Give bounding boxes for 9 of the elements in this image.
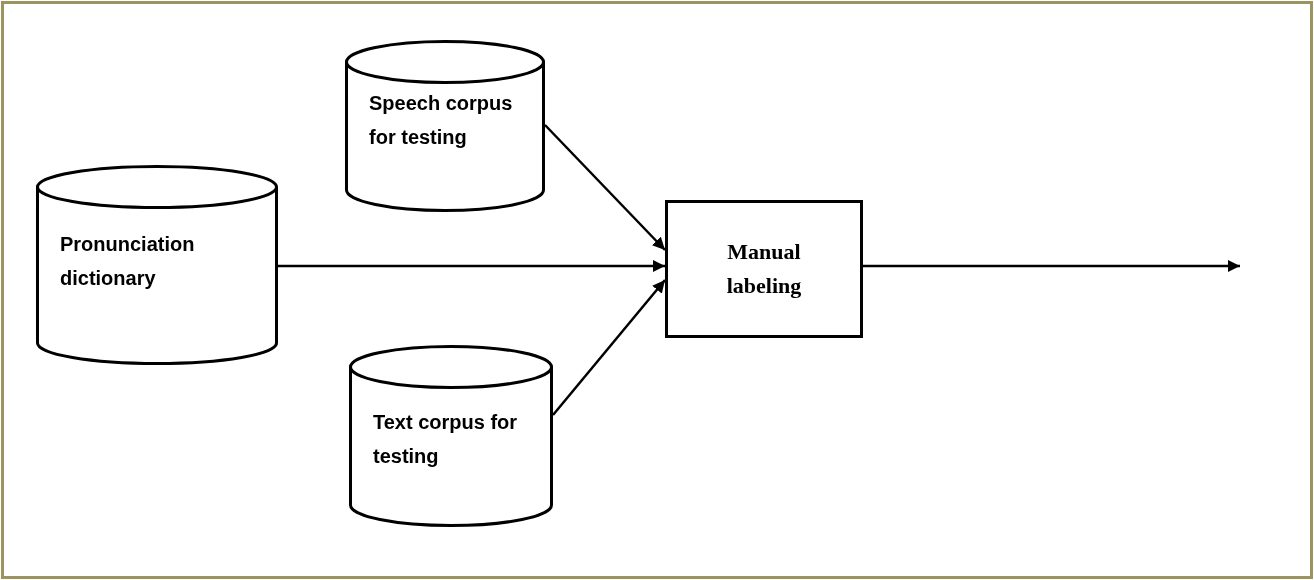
cylinder-label: Pronunciation dictionary [60,232,196,291]
arrow [552,279,666,416]
arrow [544,124,666,251]
process-label: Manual labeling [725,238,803,300]
arrow [863,259,1240,273]
process-box [665,200,863,338]
cylinder-label: Speech corpus for testing [369,91,514,150]
arrow [278,259,665,273]
cylinder-label: Text corpus for testing [373,410,519,469]
